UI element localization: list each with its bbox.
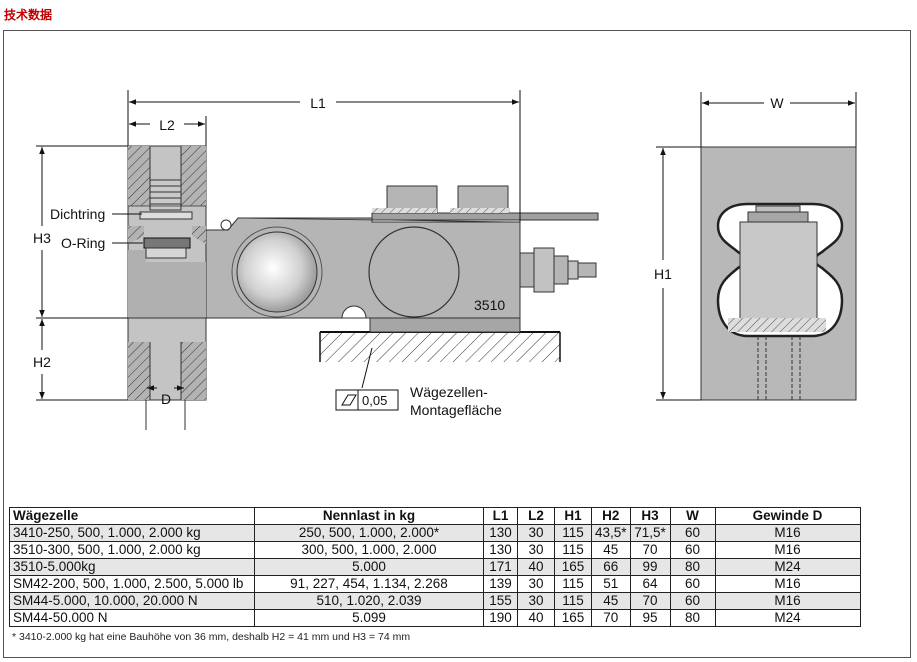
col-header: H1 <box>554 507 592 525</box>
table-cell: M16 <box>714 524 861 542</box>
table-cell: 45 <box>591 592 631 610</box>
col-header: H3 <box>629 507 671 525</box>
table-cell: M24 <box>714 609 861 627</box>
table-cell: 95 <box>629 609 671 627</box>
table-cell: 171 <box>483 558 518 576</box>
table-cell: 80 <box>669 609 716 627</box>
table-cell: 60 <box>669 524 716 542</box>
table-cell: 91, 227, 454, 1.134, 2.268 <box>254 575 484 593</box>
label-h2: H2 <box>33 354 51 370</box>
spec-table: Wägezelle Nennlast in kg L1 L2 H1 H2 H3 … <box>9 507 861 627</box>
label-l2: L2 <box>159 117 175 133</box>
table-cell: 45 <box>591 541 631 559</box>
table-cell: 30 <box>517 592 555 610</box>
table-cell: 51 <box>591 575 631 593</box>
drawing-frame <box>3 30 911 658</box>
load-cell-body <box>205 217 521 333</box>
label-dichtring: Dichtring <box>50 206 105 222</box>
table-cell: 70 <box>629 592 671 610</box>
table-row: SM42-200, 500, 1.000, 2.500, 5.000 lb 91… <box>9 575 861 593</box>
table-cell: M16 <box>714 575 861 593</box>
flatness-tolerance-box <box>335 389 399 411</box>
table-cell: M24 <box>714 558 861 576</box>
side-view <box>700 146 857 401</box>
table-cell: 300, 500, 1.000, 2.000 <box>254 541 484 559</box>
table-cell: 99 <box>629 558 671 576</box>
table-cell: 70 <box>591 609 631 627</box>
mounting-surface <box>319 331 561 362</box>
table-cell: 3410-250, 500, 1.000, 2.000 kg <box>9 524 255 542</box>
table-cell: SM44-5.000, 10.000, 20.000 N <box>9 592 255 610</box>
table-row: SM44-5.000, 10.000, 20.000 N 510, 1.020,… <box>9 592 861 610</box>
table-cell: 165 <box>554 558 592 576</box>
table-cell: 40 <box>517 609 555 627</box>
col-header: Wägezelle <box>9 507 255 525</box>
table-cell: 70 <box>629 541 671 559</box>
dimension-lines <box>36 90 857 401</box>
label-oring: O-Ring <box>61 235 105 251</box>
table-cell: 71,5* <box>629 524 671 542</box>
label-tolerance: 0,05 <box>362 393 387 408</box>
table-cell: 60 <box>669 592 716 610</box>
table-cell: 139 <box>483 575 518 593</box>
label-model: 3510 <box>474 297 505 313</box>
load-plate <box>371 185 599 221</box>
col-header: L1 <box>483 507 518 525</box>
label-surface-2: Montagefläche <box>410 402 502 418</box>
label-h1: H1 <box>654 266 672 282</box>
table-cell: 130 <box>483 541 518 559</box>
table-cell: 5.099 <box>254 609 484 627</box>
table-cell: 115 <box>554 575 592 593</box>
table-cell: 190 <box>483 609 518 627</box>
col-header: L2 <box>517 507 555 525</box>
table-row: 3510-300, 500, 1.000, 2.000 kg 300, 500,… <box>9 541 861 559</box>
table-cell: 155 <box>483 592 518 610</box>
table-cell: 64 <box>629 575 671 593</box>
table-cell: 43,5* <box>591 524 631 542</box>
table-row: 3410-250, 500, 1.000, 2.000 kg 250, 500,… <box>9 524 861 542</box>
table-cell: 115 <box>554 541 592 559</box>
table-cell: 66 <box>591 558 631 576</box>
cable-gland <box>519 247 597 293</box>
footnote: * 3410-2.000 kg hat eine Bauhöhe von 36 … <box>12 631 411 643</box>
table-cell: 5.000 <box>254 558 484 576</box>
label-surface-1: Wägezellen- <box>410 384 488 400</box>
mounting-section <box>127 145 207 430</box>
table-cell: SM44-50.000 N <box>9 609 255 627</box>
table-cell: 30 <box>517 524 555 542</box>
table-row: SM44-50.000 N 5.099 190 40 165 70 95 80 … <box>9 609 861 627</box>
table-cell: 80 <box>669 558 716 576</box>
label-w: W <box>770 95 784 111</box>
table-cell: 3510-300, 500, 1.000, 2.000 kg <box>9 541 255 559</box>
table-cell: 60 <box>669 575 716 593</box>
table-cell: 165 <box>554 609 592 627</box>
table-row: 3510-5.000kg 5.000 171 40 165 66 99 80 M… <box>9 558 861 576</box>
table-header-row: Wägezelle Nennlast in kg L1 L2 H1 H2 H3 … <box>9 507 861 525</box>
table-cell: 130 <box>483 524 518 542</box>
table-cell: 30 <box>517 575 555 593</box>
table-cell: 115 <box>554 592 592 610</box>
col-header: W <box>669 507 716 525</box>
table-cell: 60 <box>669 541 716 559</box>
label-d: D <box>161 391 171 407</box>
technical-drawing: L1 L2 W H1 H2 H3 D Dichtring O-Ring 3510… <box>33 90 857 430</box>
table-cell: 510, 1.020, 2.039 <box>254 592 484 610</box>
col-header: Gewinde D <box>714 507 861 525</box>
table-cell: 30 <box>517 541 555 559</box>
page-title: 技术数据 <box>4 8 53 22</box>
table-cell: SM42-200, 500, 1.000, 2.500, 5.000 lb <box>9 575 255 593</box>
table-cell: 3510-5.000kg <box>9 558 255 576</box>
label-l1: L1 <box>310 95 326 111</box>
table-cell: 250, 500, 1.000, 2.000* <box>254 524 484 542</box>
table-cell: M16 <box>714 592 861 610</box>
table-cell: 40 <box>517 558 555 576</box>
table-cell: M16 <box>714 541 861 559</box>
table-cell: 115 <box>554 524 592 542</box>
col-header: H2 <box>591 507 631 525</box>
label-h3: H3 <box>33 230 51 246</box>
col-header: Nennlast in kg <box>254 507 484 525</box>
